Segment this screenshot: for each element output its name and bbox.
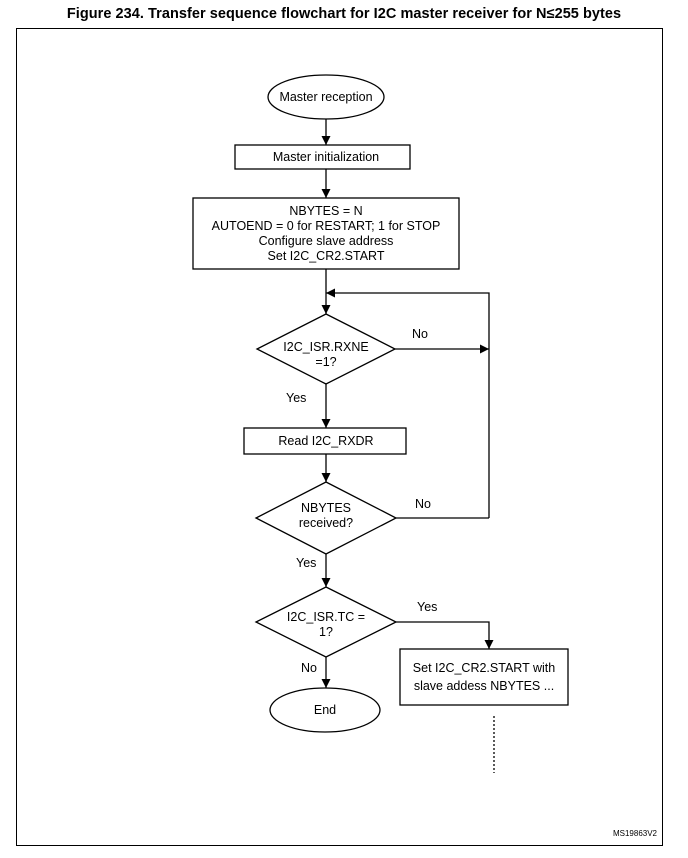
arrow-tc-yes bbox=[396, 621, 494, 649]
start-terminator: Master reception bbox=[267, 74, 385, 120]
restart-line-2: slave addess NBYTES ... bbox=[414, 679, 554, 693]
tc-no-label: No bbox=[301, 661, 317, 675]
tc-decision: I2C_ISR.TC = 1? bbox=[254, 586, 398, 658]
figure-title: Figure 234. Transfer sequence flowchart … bbox=[66, 6, 622, 22]
start-label: Master reception bbox=[279, 90, 372, 104]
nbytes-line-1: NBYTES bbox=[301, 501, 351, 515]
read-label: Read I2C_RXDR bbox=[278, 434, 373, 448]
config-process: NBYTES = N AUTOEND = 0 for RESTART; 1 fo… bbox=[192, 197, 460, 270]
end-label: End bbox=[314, 703, 336, 717]
rxne-no-label: No bbox=[412, 327, 428, 341]
end-terminator: End bbox=[269, 687, 381, 733]
config-line-2: AUTOEND = 0 for RESTART; 1 for STOP bbox=[212, 219, 441, 233]
init-label: Master initialization bbox=[273, 150, 379, 164]
tc-line-1: I2C_ISR.TC = bbox=[287, 610, 365, 624]
restart-line-1: Set I2C_CR2.START with bbox=[413, 661, 555, 675]
read-process: Read I2C_RXDR bbox=[243, 427, 407, 455]
tc-line-2: 1? bbox=[319, 625, 333, 639]
rxne-decision: I2C_ISR.RXNE =1? bbox=[255, 313, 397, 385]
init-process: Master initialization bbox=[234, 144, 411, 170]
tc-yes-label: Yes bbox=[417, 600, 437, 614]
rxne-yes-label: Yes bbox=[286, 391, 306, 405]
restart-process: Set I2C_CR2.START with slave addess NBYT… bbox=[399, 648, 569, 706]
nbytes-yes-label: Yes bbox=[296, 556, 316, 570]
reference-code: MS19863V2 bbox=[613, 829, 658, 838]
figure-frame bbox=[16, 28, 663, 846]
rxne-line-1: I2C_ISR.RXNE bbox=[283, 340, 368, 354]
loop-back-connector bbox=[326, 288, 490, 518]
config-line-4: Set I2C_CR2.START bbox=[268, 249, 385, 263]
config-line-3: Configure slave address bbox=[259, 234, 394, 248]
rxne-line-2: =1? bbox=[315, 355, 336, 369]
nbytes-no-label: No bbox=[415, 497, 431, 511]
config-line-1: NBYTES = N bbox=[289, 204, 362, 218]
nbytes-decision: NBYTES received? bbox=[254, 481, 398, 555]
nbytes-line-2: received? bbox=[299, 516, 353, 530]
